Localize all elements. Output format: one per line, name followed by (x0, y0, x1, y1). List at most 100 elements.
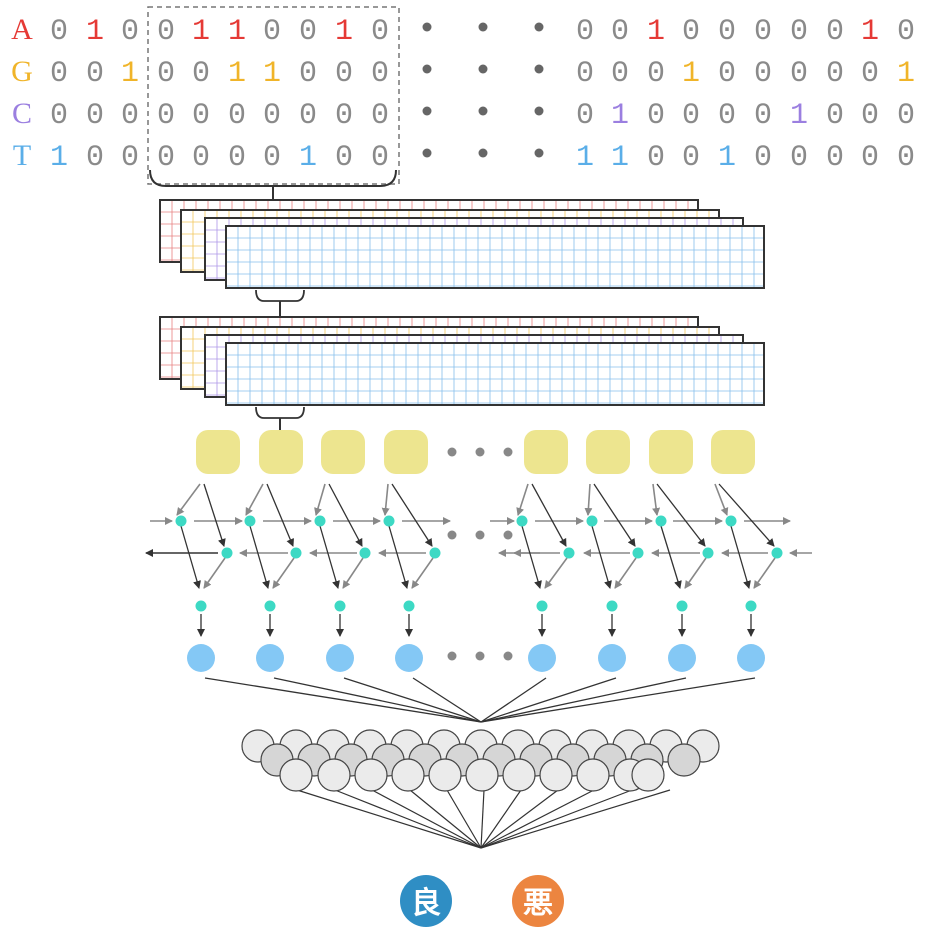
dense-neuron (631, 758, 665, 792)
lstm-backward-node (563, 547, 575, 559)
bit-cell: 0 (754, 141, 772, 175)
bit-cell: 0 (86, 99, 104, 133)
fan-in-line (204, 677, 482, 723)
ellipsis-dot (478, 64, 488, 74)
bit-cell: 0 (682, 141, 700, 175)
bit-cell: 0 (299, 57, 317, 91)
bit-cell: 1 (263, 57, 281, 91)
ellipsis-dot (478, 106, 488, 116)
bit-cell: 0 (576, 99, 594, 133)
convolution-layer-2 (159, 316, 765, 406)
lstm-forward-node (244, 515, 256, 527)
fan-out-line (480, 789, 671, 849)
merge-arrow (180, 525, 201, 589)
lstm-backward-node (429, 547, 441, 559)
bit-cell: 0 (861, 141, 879, 175)
merge-arrow (388, 525, 409, 589)
dense-neuron (391, 758, 425, 792)
output-node (256, 644, 284, 672)
bit-cell: 1 (861, 15, 879, 49)
bit-cell: 0 (371, 15, 389, 49)
merge-arrow (544, 557, 568, 589)
bit-cell: 1 (299, 141, 317, 175)
bidirectional-lstm-layer (145, 483, 812, 637)
fan-out-line (480, 789, 633, 849)
bit-cell: 0 (790, 141, 808, 175)
input-arrow (584, 483, 593, 516)
ellipsis-dot (422, 64, 432, 74)
bit-cell: 0 (299, 99, 317, 133)
bit-cell: 0 (897, 141, 915, 175)
bit-cell: 0 (228, 141, 246, 175)
merge-arrow (684, 557, 707, 589)
bit-cell: 1 (228, 57, 246, 91)
merge-arrow (249, 525, 270, 589)
bit-cell: 0 (647, 99, 665, 133)
fan-in-line (480, 677, 756, 723)
fan-out-line (446, 789, 482, 849)
lstm-forward-node (516, 515, 528, 527)
input-arrow (516, 483, 529, 516)
merge-arrow (411, 557, 434, 589)
fan-out-line (296, 789, 482, 849)
lstm-forward-node (586, 515, 598, 527)
merge-arrow (730, 525, 751, 589)
bit-cell: 0 (50, 57, 68, 91)
ellipsis-dot (478, 22, 488, 32)
dense-neuron (317, 758, 351, 792)
bit-cell: 0 (335, 141, 353, 175)
bad-label: 悪 (523, 886, 553, 921)
bit-cell: 0 (371, 99, 389, 133)
ellipsis-dot (475, 651, 485, 661)
lstm-forward-node (383, 515, 395, 527)
ellipsis-dot (422, 148, 432, 158)
lstm-forward-node (655, 515, 667, 527)
pooling-node (524, 430, 568, 474)
good-label: 良 (411, 886, 441, 921)
bit-cell: 1 (611, 141, 629, 175)
base-label: T (13, 139, 31, 172)
bit-cell: 0 (50, 15, 68, 49)
bit-cell: 0 (897, 99, 915, 133)
output-node (668, 644, 696, 672)
merge-arrow (342, 557, 364, 589)
output-node (528, 644, 556, 672)
bit-cell: 0 (371, 141, 389, 175)
bit-cell: 0 (754, 99, 772, 133)
ellipsis-dot (422, 22, 432, 32)
fan-out-line (480, 789, 522, 849)
bit-cell: 1 (121, 57, 139, 91)
bit-cell: 0 (157, 99, 175, 133)
pooling-node (586, 430, 630, 474)
pooling-node (649, 430, 693, 474)
output-node (187, 644, 215, 672)
input-arrow (531, 483, 567, 547)
fan-out-line (409, 789, 482, 849)
fan-in-line (273, 677, 482, 723)
bit-cell: 0 (718, 99, 736, 133)
fan-in-line (412, 677, 482, 723)
bit-cell: 0 (826, 15, 844, 49)
fan-out-line (480, 789, 485, 849)
bit-cell: 0 (86, 141, 104, 175)
ellipsis-dot (534, 106, 544, 116)
conv1-brace (255, 289, 305, 302)
ellipsis-dot (534, 64, 544, 74)
bit-cell: 0 (754, 15, 772, 49)
bit-cell: 0 (228, 99, 246, 133)
output-node (395, 644, 423, 672)
fan-in-line (480, 677, 687, 723)
class-good: 良 (400, 875, 452, 927)
ellipsis-dot (534, 22, 544, 32)
bad-circle-icon (512, 875, 564, 927)
feature-map (225, 342, 765, 406)
lstm-backward-node (702, 547, 714, 559)
dense-neuron (667, 743, 701, 777)
bit-cell: 0 (299, 15, 317, 49)
lstm-merge-node (536, 600, 548, 612)
base-label: A (11, 13, 33, 46)
bit-cell: 0 (790, 57, 808, 91)
merge-arrow (521, 525, 542, 589)
